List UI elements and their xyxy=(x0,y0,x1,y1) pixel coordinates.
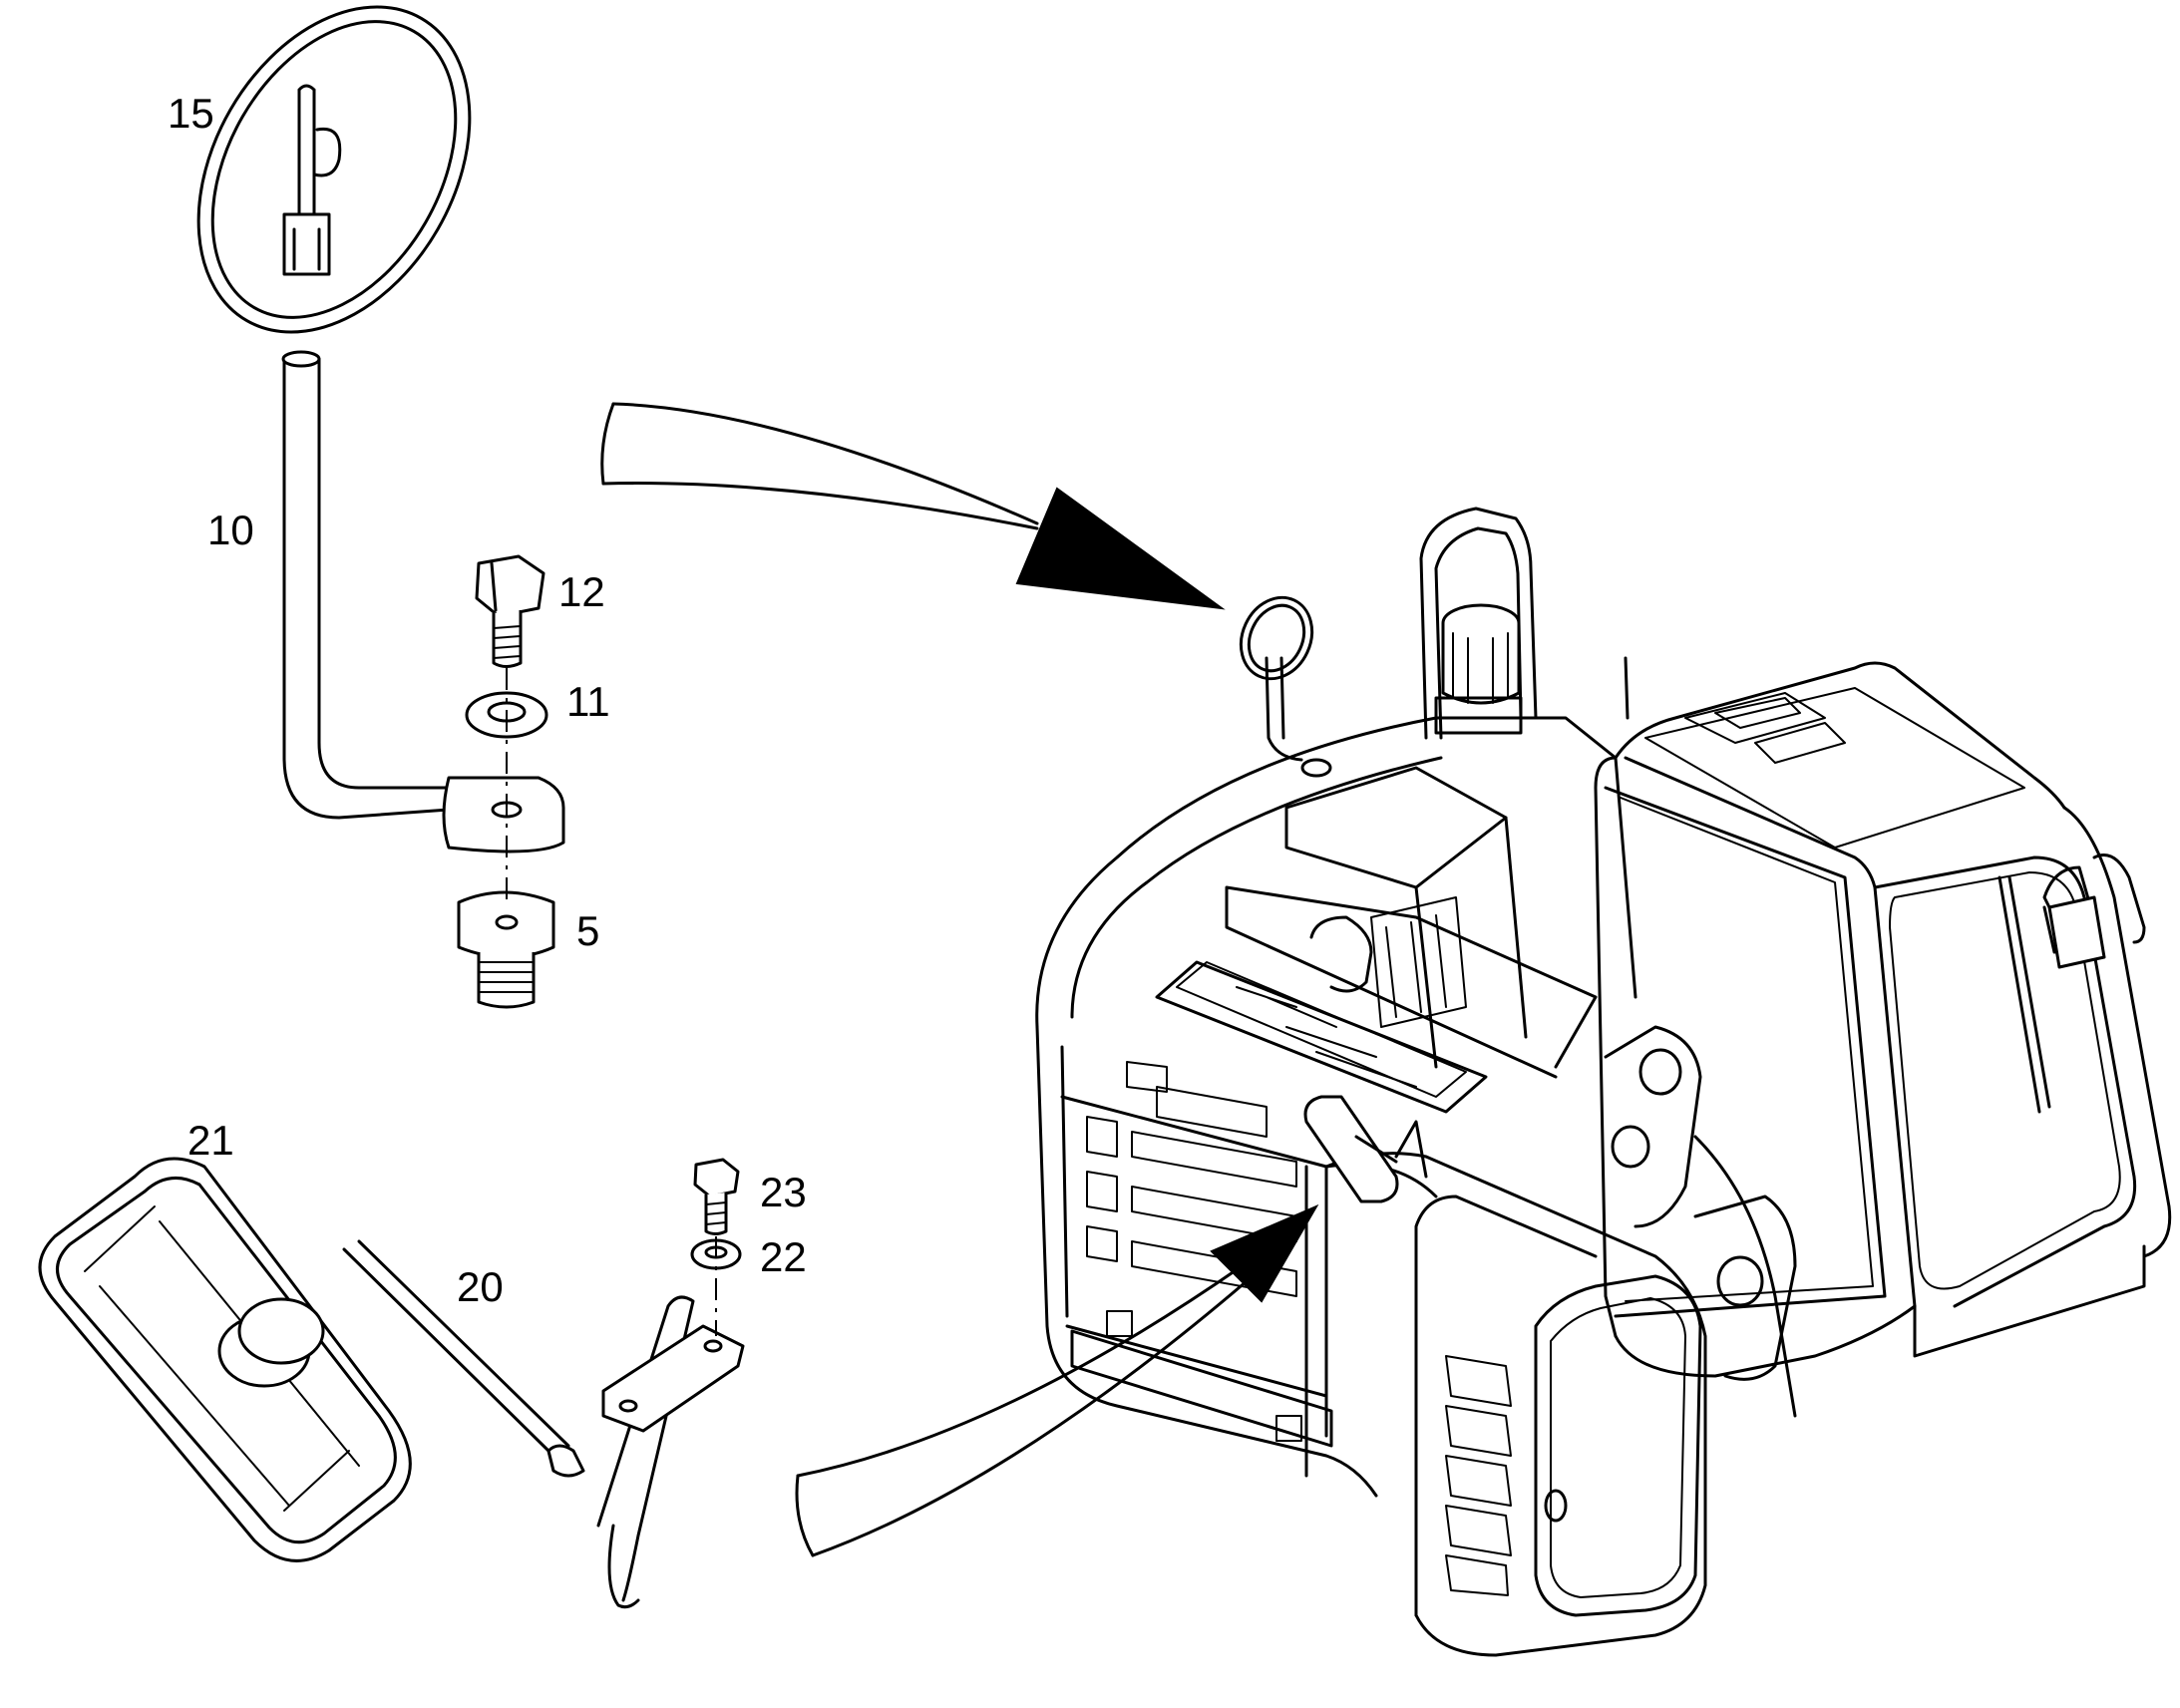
boom-foot-bracket xyxy=(1604,1025,1797,1418)
excavator-cab xyxy=(1594,661,2172,1378)
mounting-plate xyxy=(442,776,565,854)
mirror-bracket xyxy=(596,1295,745,1609)
callout-labels: 15 10 12 11 5 21 20 23 22 xyxy=(168,90,807,1310)
rear-vent-grille xyxy=(1086,1061,1297,1297)
antenna xyxy=(1624,656,1630,720)
callout-5: 5 xyxy=(576,907,599,954)
arrow-to-round-mirror xyxy=(600,402,1226,610)
excavator-upper-structure xyxy=(1035,507,1637,1498)
installed-rect-mirror xyxy=(1303,1095,1428,1203)
bolt-part-23 xyxy=(693,1158,740,1235)
round-mirror-part-15 xyxy=(196,5,472,334)
front-corner-lamps xyxy=(1324,1152,1707,1657)
callout-11: 11 xyxy=(566,678,610,725)
callout-15: 15 xyxy=(168,90,214,137)
handrail-with-beacon xyxy=(1419,507,1538,740)
valve-block xyxy=(1370,896,1467,1028)
installed-round-mirror xyxy=(1239,595,1332,778)
callout-21: 21 xyxy=(187,1117,234,1164)
mirror-arm-rod-part-10 xyxy=(281,350,451,820)
rectangular-mirror-part-21 xyxy=(38,1157,412,1562)
callout-20: 20 xyxy=(457,1263,504,1310)
callout-23: 23 xyxy=(760,1169,807,1215)
callout-22: 22 xyxy=(760,1233,807,1280)
callout-12: 12 xyxy=(558,568,605,615)
arrow-to-rect-mirror xyxy=(795,1203,1319,1557)
callout-10: 10 xyxy=(207,507,254,553)
bolt-part-12 xyxy=(475,554,545,668)
threaded-adapter-part-5 xyxy=(457,890,555,1009)
mirror-stay-rod-part-20 xyxy=(342,1239,585,1478)
